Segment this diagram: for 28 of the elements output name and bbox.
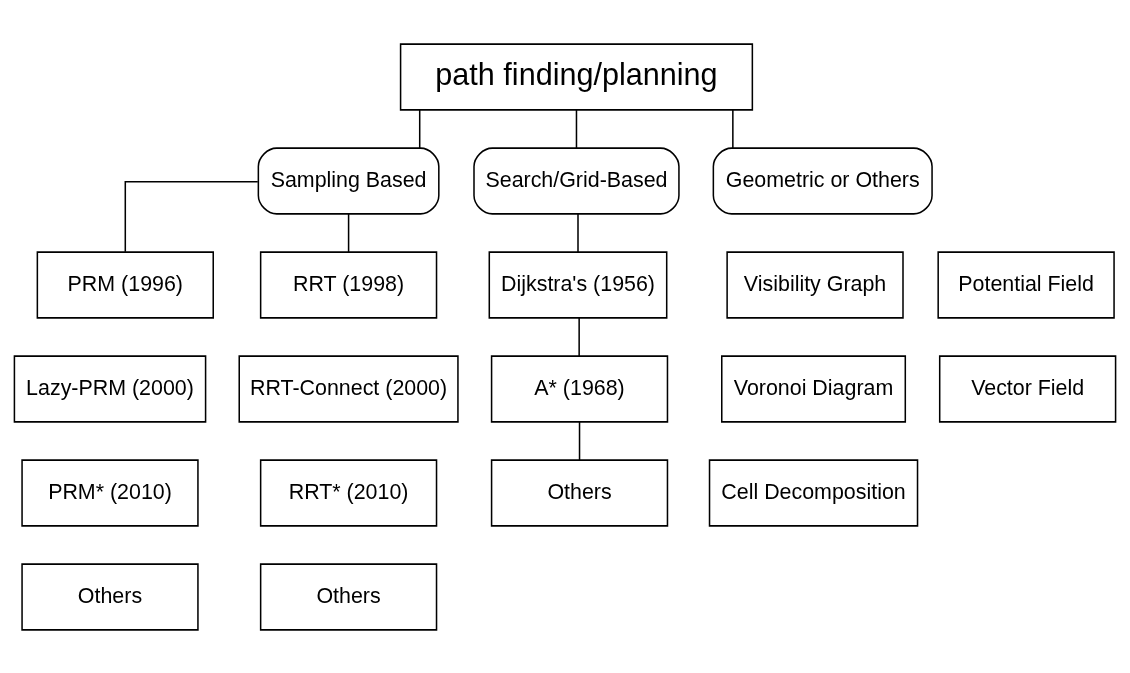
node-box: Cell Decomposition — [708, 458, 919, 527]
connector — [577, 212, 579, 253]
node-box: Others — [259, 562, 438, 631]
connector — [578, 316, 580, 357]
node-box: Voronoi Diagram — [721, 354, 907, 423]
node-box: Others — [21, 562, 199, 631]
node-box: PRM* (2010) — [21, 458, 199, 527]
node-box: PRM (1996) — [36, 250, 214, 319]
node-box: Others — [490, 458, 669, 527]
node-box: A* (1968) — [490, 354, 669, 423]
node-box: Geometric or Others — [712, 146, 933, 215]
node-box: RRT-Connect (2000) — [238, 354, 459, 423]
connector — [732, 108, 734, 149]
node-box: RRT (1998) — [259, 250, 438, 319]
node-box: Visibility Graph — [726, 250, 904, 319]
connector — [575, 108, 578, 149]
node-box: Search/Grid-Based — [473, 146, 680, 215]
node-box: RRT* (2010) — [259, 458, 438, 527]
node-box: Potential Field — [937, 250, 1115, 319]
node-box: path finding/planning — [399, 42, 754, 111]
node-box: Dijkstra's (1956) — [488, 250, 668, 319]
node-box: Lazy-PRM (2000) — [13, 354, 207, 423]
node-box: Sampling Based — [257, 146, 440, 215]
node-box: Vector Field — [938, 354, 1117, 423]
connector — [418, 108, 421, 149]
connector — [578, 420, 581, 461]
connector — [124, 180, 259, 253]
connector — [347, 212, 350, 253]
